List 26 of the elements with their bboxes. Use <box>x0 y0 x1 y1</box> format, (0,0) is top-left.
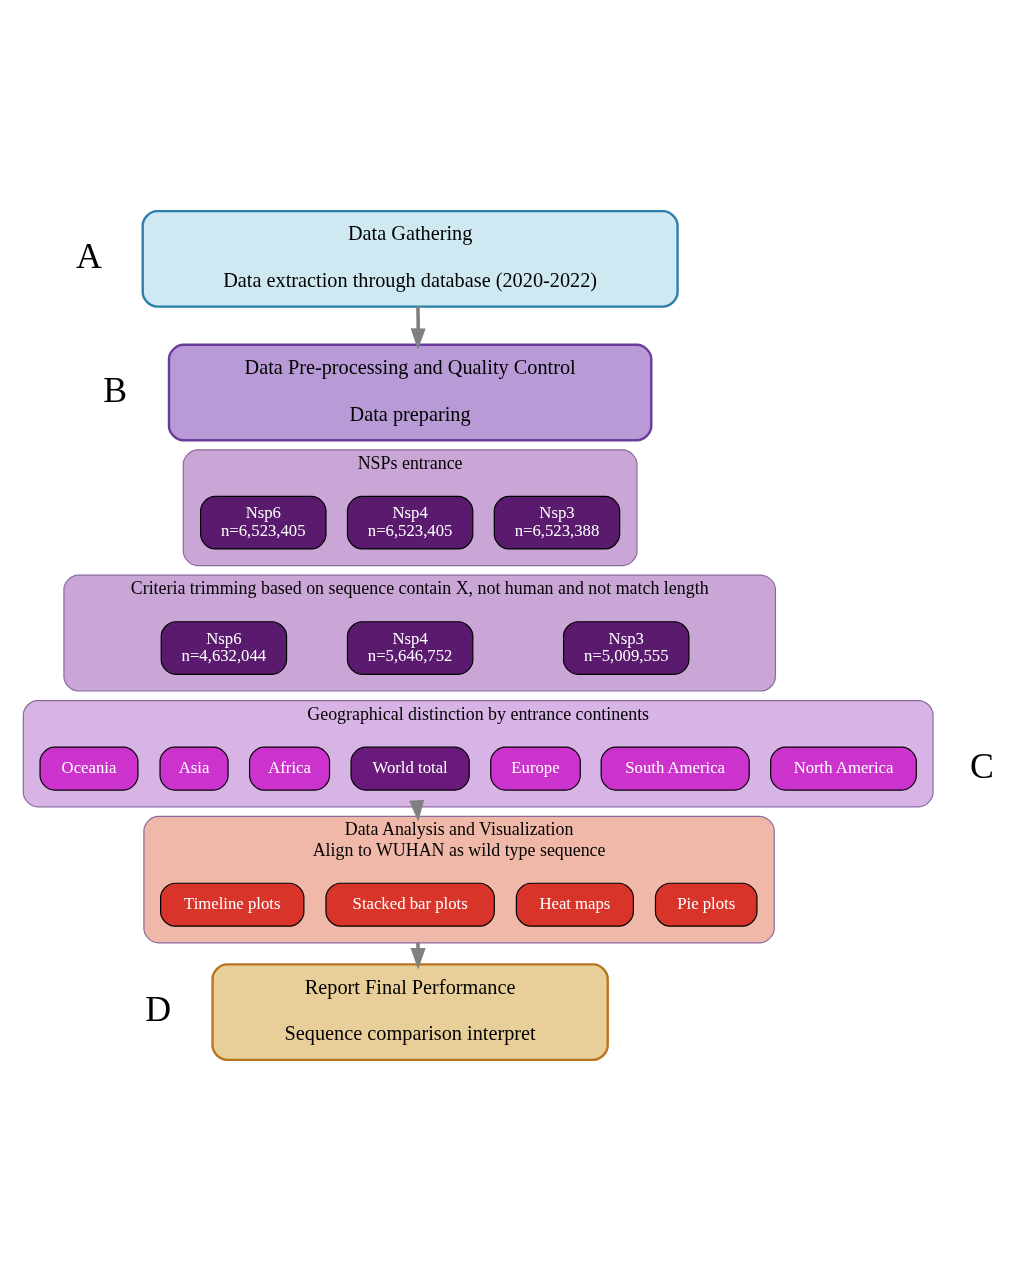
node-box: North America <box>769 746 917 791</box>
node-box: Stacked bar plots <box>324 882 495 927</box>
arrow <box>410 306 426 350</box>
label: B <box>102 369 127 409</box>
node-box: Oceania <box>38 746 139 791</box>
label: C <box>969 745 994 786</box>
node-box: World total <box>349 746 470 791</box>
node-box: Africa <box>248 746 330 791</box>
node-box: Nsp4 n=5,646,752 <box>346 620 473 675</box>
node-box: Heat maps <box>515 882 634 927</box>
node-box: Pie plots <box>654 882 758 927</box>
node-box: Nsp4 n=6,523,405 <box>346 495 473 550</box>
node-box: Asia <box>158 746 229 791</box>
node-box: Report Final Performance Sequence comparison interpret <box>210 962 609 1061</box>
node-box: Nsp3 n=6,523,388 <box>493 495 620 550</box>
node-box: Data Pre-processing and Quality Control Data preparing <box>167 343 652 441</box>
label: D <box>144 988 171 1029</box>
node-box: South America <box>600 746 750 791</box>
node-box: Nsp6 n=6,523,405 <box>199 495 327 550</box>
node-box: Timeline plots <box>159 882 304 927</box>
node-box: Nsp6 n=4,632,044 <box>160 620 287 675</box>
node-box: Europe <box>489 746 581 791</box>
arrow <box>408 799 424 822</box>
node-box: Data Gathering Data extraction through database (2020-2022) <box>141 209 679 308</box>
label: A <box>75 235 102 276</box>
node-box: Nsp3 n=5,009,555 <box>562 620 689 675</box>
